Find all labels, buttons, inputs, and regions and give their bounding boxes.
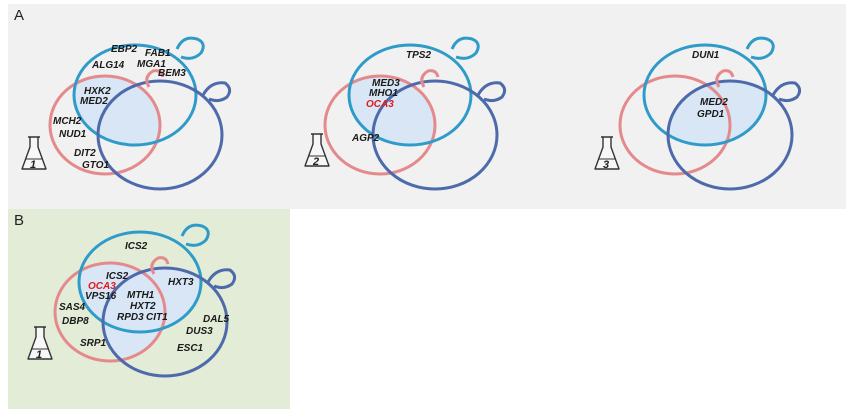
cyan-knob [175, 36, 205, 60]
gene-esc1: ESC1 [177, 343, 204, 354]
gene-med2: MED2 [700, 97, 728, 108]
pink-circle [53, 261, 167, 363]
flask-icon: 2 [304, 133, 330, 168]
venn-a1 [48, 36, 232, 191]
cyan-circle [72, 43, 198, 147]
gene-mth1: MTH1 [127, 290, 155, 301]
cyan-circle [347, 43, 473, 147]
gene-sas4: SAS4 [59, 302, 86, 313]
blue-circle [666, 79, 794, 191]
gene-dal5: DAL5 [203, 314, 230, 325]
cyan-pink-overlap-fill [74, 76, 160, 145]
panel-b-label: B [14, 212, 25, 229]
pink-knob [145, 69, 165, 88]
cyan-circle [77, 230, 203, 334]
blue-knob [476, 81, 507, 103]
blue-circle [96, 79, 224, 191]
gene-ics2: ICS2 [106, 271, 129, 282]
flask-icon: 3 [594, 136, 620, 171]
gene-med2: MED2 [80, 96, 108, 107]
gene-vps16: VPS16 [85, 291, 117, 302]
gene-oca3: OCA3 [366, 99, 394, 110]
gene-hxt2: HXT2 [130, 301, 156, 312]
gene-gto1: GTO1 [82, 160, 109, 171]
gene-ics2-cyan: ICS2 [125, 241, 148, 252]
gene-hxk2: HXK2 [84, 86, 111, 97]
flask-icon: 1 [21, 136, 47, 171]
flask-number: 3 [603, 159, 609, 171]
pink-knob [715, 69, 735, 88]
gene-mga1: MGA1 [137, 59, 166, 70]
panel-a-label: A [14, 7, 25, 24]
flask-number: 2 [312, 156, 319, 168]
gene-gpd1: GPD1 [697, 109, 725, 120]
gene-dbp8: DBP8 [62, 316, 89, 327]
pink-circle [48, 74, 162, 176]
gene-cit1: CIT1 [146, 312, 168, 323]
blue-knob [201, 81, 232, 103]
cyan-knob [450, 36, 480, 60]
blue-circle [371, 79, 499, 191]
gene-mch2: MCH2 [53, 116, 82, 127]
gene-dit2: DIT2 [74, 148, 96, 159]
venn-b1 [53, 223, 237, 378]
venn-a2 [323, 36, 507, 191]
gene-dus3: DUS3 [186, 326, 213, 337]
blue-knob [771, 81, 802, 103]
pink-circle [618, 74, 732, 176]
gene-tps2: TPS2 [406, 50, 431, 61]
cyan-knob [180, 223, 210, 247]
gene-rpd3: RPD3 [117, 312, 144, 323]
blue-knob [206, 268, 237, 290]
flask-number: 1 [36, 349, 42, 361]
gene-ebp2: EBP2 [111, 44, 138, 55]
gene-fab1: FAB1 [145, 48, 171, 59]
pink-knob [150, 256, 170, 275]
gene-hxt3: HXT3 [168, 277, 194, 288]
pink-blue-overlap-fill [103, 268, 165, 361]
cyan-knob [745, 36, 775, 60]
cyan-pink-overlap-fill [349, 76, 435, 145]
gene-mho1: MHO1 [369, 88, 398, 99]
flask-icon: 1 [27, 326, 53, 361]
gene-bem3: BEM3 [158, 68, 186, 79]
gene-dun1: DUN1 [692, 50, 720, 61]
gene-med3: MED3 [372, 78, 400, 89]
pink-circle [323, 74, 437, 176]
gene-nud1: NUD1 [59, 129, 87, 140]
cyan-blue-overlap-fill [668, 81, 766, 145]
gene-oca3: OCA3 [88, 281, 116, 292]
gene-alg14: ALG14 [91, 60, 125, 71]
gene-agp2: AGP2 [351, 133, 380, 144]
cyan-circle [642, 43, 768, 147]
pink-knob [420, 69, 440, 88]
venn-a3 [618, 36, 802, 191]
gene-srp1: SRP1 [80, 338, 107, 349]
flask-number: 1 [30, 159, 36, 171]
blue-circle [101, 266, 229, 378]
